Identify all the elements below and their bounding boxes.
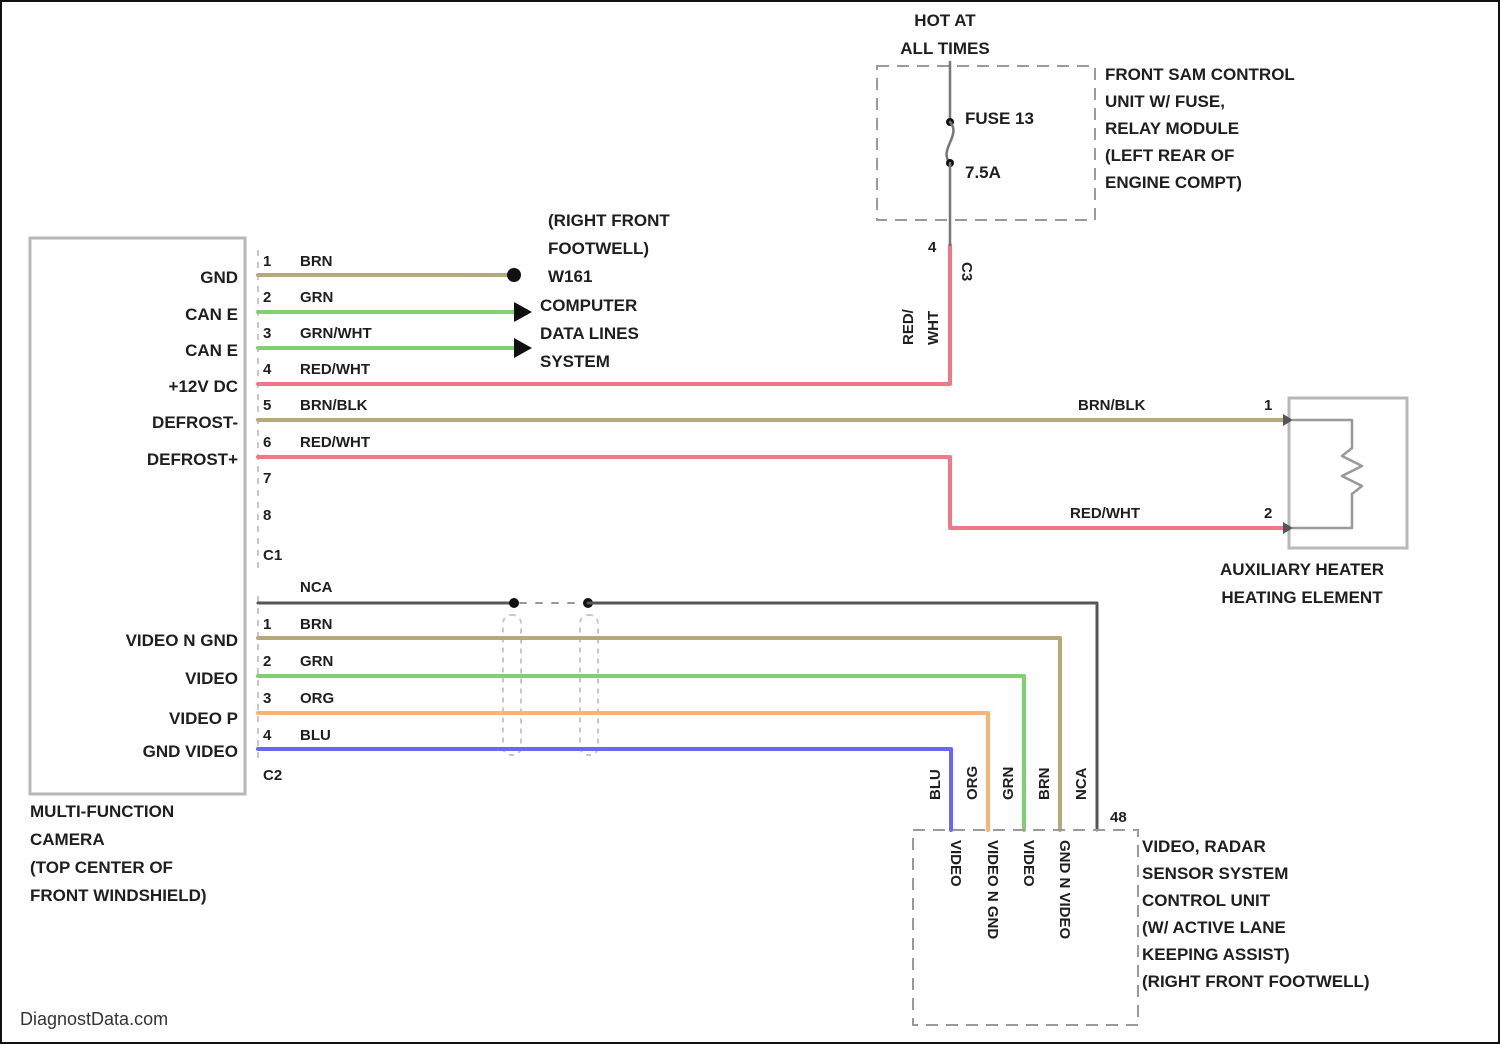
- pin-name-defrost-neg: DEFROST-: [152, 413, 238, 432]
- shield-node: [509, 598, 519, 608]
- pin-name-12v: +12V DC: [169, 377, 238, 396]
- sam-connector-label: C3: [958, 262, 975, 281]
- all-times-label: ALL TIMES: [900, 39, 989, 58]
- heater-pin-2: 2: [1264, 505, 1272, 522]
- pin-name-defrost-pos: DEFROST+: [147, 450, 238, 469]
- wire-gnd-video-blu: [258, 749, 951, 830]
- ground-label-line: (RIGHT FRONT: [548, 211, 670, 230]
- pin-name-can-e-1: CAN E: [185, 305, 238, 324]
- fuse-rating: 7.5A: [965, 163, 1001, 182]
- heater-wire-label-brn-blk: BRN/BLK: [1078, 397, 1146, 414]
- data-lines-label: COMPUTER: [540, 296, 637, 315]
- sam-label-line: ENGINE COMPT): [1105, 173, 1242, 192]
- wire-label-org: ORG: [300, 690, 334, 707]
- camera-label-line: (TOP CENTER OF: [30, 858, 173, 877]
- pin-number: 3: [263, 690, 271, 707]
- pin-number: 4: [263, 361, 272, 378]
- wire-label-red-wht: RED/WHT: [300, 361, 370, 378]
- wire-label-grn: GRN: [300, 653, 333, 670]
- pin-number: 2: [263, 289, 271, 306]
- wire-video-grn: [258, 676, 1024, 830]
- heater-label-line: AUXILIARY HEATER: [1220, 560, 1384, 579]
- wire-label-grn-wht: GRN/WHT: [300, 325, 372, 342]
- heater-wire-label-red-wht: RED/WHT: [1070, 505, 1140, 522]
- radar-pin-label: VIDEO: [947, 840, 964, 887]
- nca-label: NCA: [300, 579, 333, 596]
- camera-label-line: CAMERA: [30, 830, 105, 849]
- pin-number: 6: [263, 434, 271, 451]
- pin-name-gnd: GND: [200, 268, 238, 287]
- connector-c1-label: C1: [263, 547, 282, 564]
- heating-element-icon: [1342, 448, 1362, 494]
- radar-connector-label: 48: [1110, 809, 1127, 826]
- wire-label-red-wht: RED/WHT: [300, 434, 370, 451]
- pin-number: 1: [263, 253, 271, 270]
- vertical-wire-label: GRN: [1000, 767, 1017, 800]
- heater-pin-1: 1: [1264, 397, 1272, 414]
- ground-label-line: W161: [548, 267, 592, 286]
- ground-label-line: FOOTWELL): [548, 239, 649, 258]
- radar-pin-label: VIDEO N GND: [984, 840, 1001, 939]
- radar-label-line: KEEPING ASSIST): [1142, 945, 1290, 964]
- pin-number: 1: [263, 616, 271, 633]
- sam-label-line: FRONT SAM CONTROL: [1105, 65, 1295, 84]
- pin-number: 7: [263, 470, 271, 487]
- wire-video-p-org: [258, 713, 988, 830]
- pin-number: 3: [263, 325, 271, 342]
- vertical-wire-label: BRN: [1036, 768, 1053, 801]
- arrow-icon: [514, 302, 532, 322]
- vertical-wire-label: BLU: [927, 769, 944, 800]
- wire-label-brn: BRN: [300, 253, 333, 270]
- wire-label-blu: BLU: [300, 727, 331, 744]
- pin-number: 2: [263, 653, 271, 670]
- fuse-icon: [947, 122, 954, 163]
- radar-label-line: CONTROL UNIT: [1142, 891, 1271, 910]
- radar-label-line: (W/ ACTIVE LANE: [1142, 918, 1286, 937]
- data-lines-label: DATA LINES: [540, 324, 639, 343]
- pin-number: 4: [263, 727, 272, 744]
- heater-internal-line: [1293, 420, 1352, 448]
- connector-c2-label: C2: [263, 767, 282, 784]
- ground-node: [507, 268, 521, 282]
- hot-at-label: HOT AT: [914, 11, 976, 30]
- fuse-name: FUSE 13: [965, 109, 1034, 128]
- heater-label-line: HEATING ELEMENT: [1221, 588, 1383, 607]
- pin-name-gnd-video: GND VIDEO: [143, 742, 238, 761]
- watermark: DiagnostData.com: [20, 1009, 168, 1029]
- vertical-wire-label: NCA: [1073, 767, 1090, 800]
- pin-name-video-p: VIDEO P: [169, 709, 238, 728]
- pin-name-video: VIDEO: [185, 669, 238, 688]
- wire-label-brn: BRN: [300, 616, 333, 633]
- heater-internal-line: [1293, 494, 1352, 528]
- radar-pin-label: VIDEO: [1020, 840, 1037, 887]
- sam-pin-number: 4: [928, 239, 937, 256]
- radar-label-line: SENSOR SYSTEM: [1142, 864, 1288, 883]
- arrow-icon: [514, 338, 532, 358]
- camera-label-line: MULTI-FUNCTION: [30, 802, 174, 821]
- pin-number: 8: [263, 507, 271, 524]
- wire-video-n-gnd-brn: [258, 638, 1060, 830]
- sam-module-box: [877, 66, 1095, 220]
- camera-label-line: FRONT WINDSHIELD): [30, 886, 207, 905]
- pin-name-can-e-2: CAN E: [185, 341, 238, 360]
- sam-label-line: UNIT W/ FUSE,: [1105, 92, 1225, 111]
- vertical-wire-label: WHT: [925, 311, 942, 345]
- radar-label-line: (RIGHT FRONT FOOTWELL): [1142, 972, 1370, 991]
- pin-number: 5: [263, 397, 271, 414]
- vertical-wire-label: ORG: [964, 766, 981, 800]
- wire-label-brn-blk: BRN/BLK: [300, 397, 368, 414]
- vertical-wire-label: RED/: [900, 308, 917, 345]
- radar-label-line: VIDEO, RADAR: [1142, 837, 1266, 856]
- data-lines-label: SYSTEM: [540, 352, 610, 371]
- sam-label-line: (LEFT REAR OF: [1105, 146, 1234, 165]
- radar-pin-label: GND N VIDEO: [1056, 840, 1073, 940]
- wire-label-grn: GRN: [300, 289, 333, 306]
- pin-name-video-n-gnd: VIDEO N GND: [126, 631, 238, 650]
- sam-label-line: RELAY MODULE: [1105, 119, 1239, 138]
